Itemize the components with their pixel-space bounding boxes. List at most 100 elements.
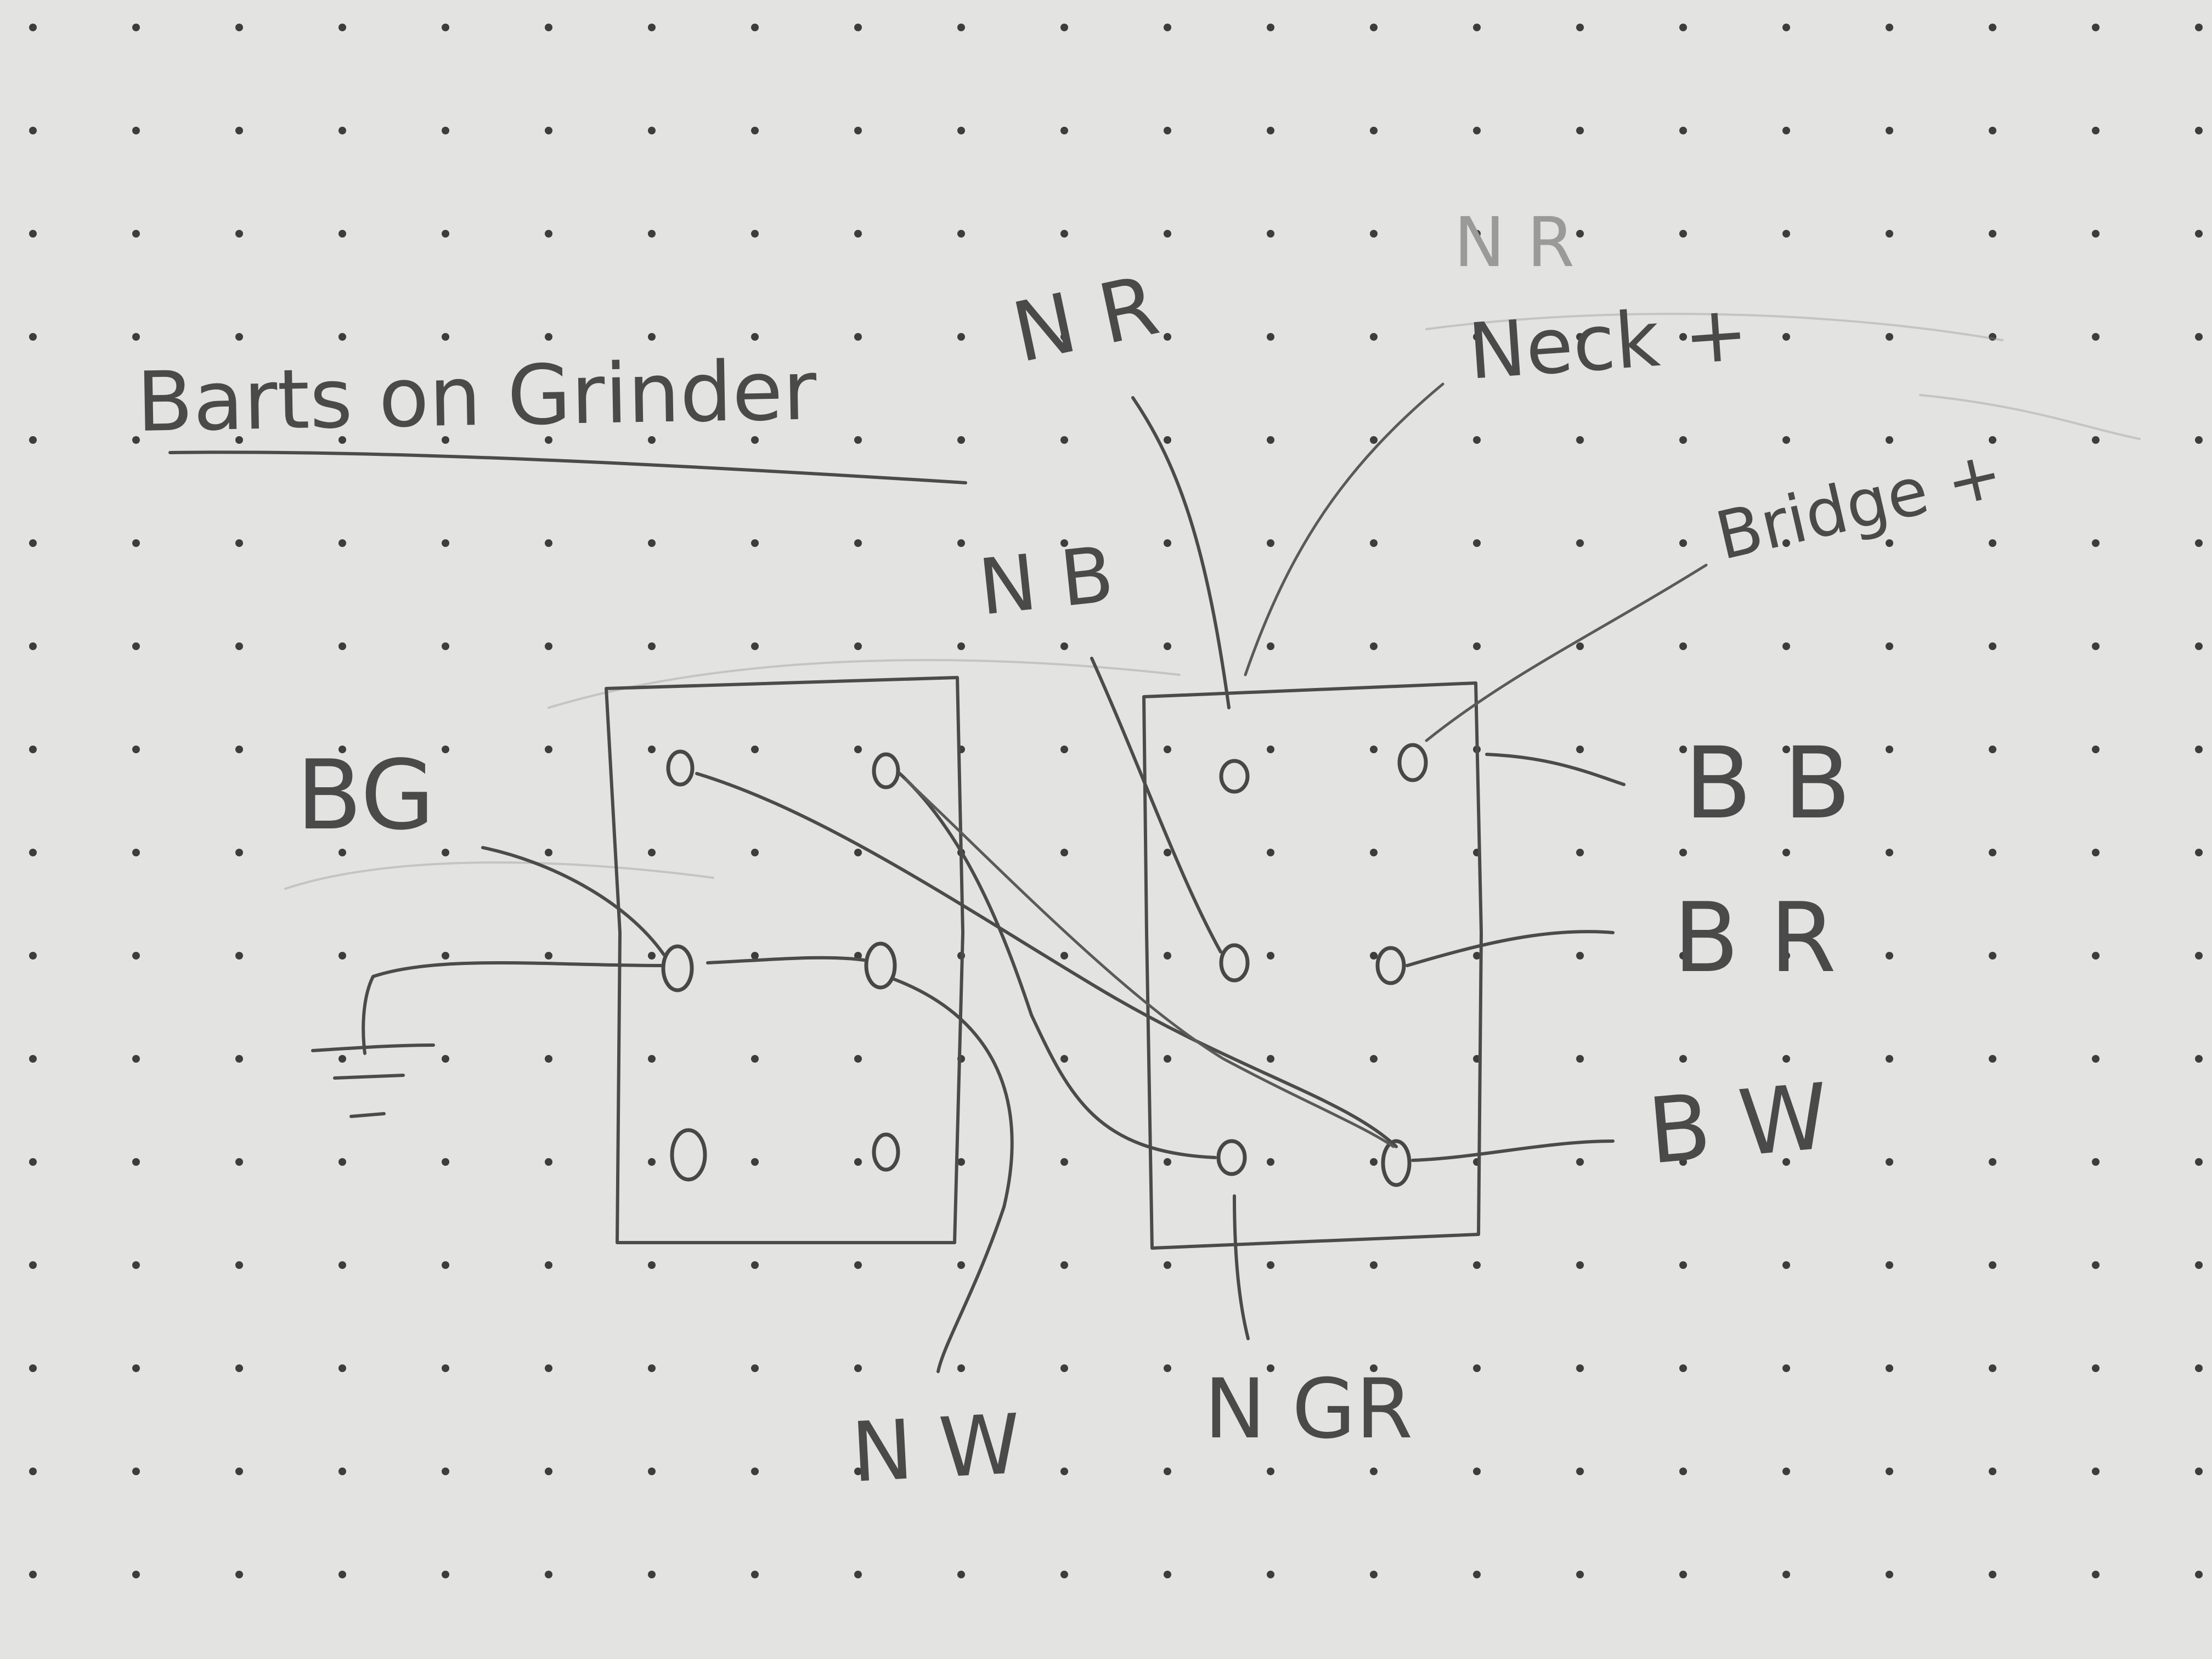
grid-dot (854, 333, 862, 341)
label-neck-plus: Neck + (1465, 289, 1751, 397)
grid-dot (1267, 24, 1274, 31)
ground-symbol-icon (311, 1043, 435, 1118)
nw-wire (893, 978, 1014, 1373)
grid-dot (132, 539, 140, 547)
lug (1219, 759, 1250, 794)
grid-dot (1886, 230, 1893, 238)
grid-dot (235, 1261, 243, 1269)
grid-dot (957, 127, 965, 134)
grid-dot (442, 24, 449, 31)
grid-dot (1886, 1571, 1893, 1578)
grid-dot (545, 746, 552, 753)
grid-dot (29, 1571, 37, 1578)
grid-dot (235, 436, 243, 444)
grid-dot (2092, 436, 2100, 444)
grid-dot (1473, 952, 1481, 960)
title-underline (168, 450, 967, 484)
grid-dot (957, 230, 965, 238)
grid-dot (29, 1261, 37, 1269)
grid-dot (1576, 436, 1584, 444)
grid-dot (2195, 1261, 2203, 1269)
grid-dot (1782, 1571, 1790, 1578)
grid-dot (338, 127, 346, 134)
grid-dot (1782, 1158, 1790, 1166)
grid-dot (854, 1571, 862, 1578)
grid-dot (1060, 1055, 1068, 1063)
grid-dot (2092, 849, 2100, 856)
grid-dot (1679, 952, 1687, 960)
label-bridge-red: B R (1673, 883, 1836, 994)
ground-wire (362, 961, 663, 1055)
grid-dot (1370, 1261, 1378, 1269)
grid-dot (854, 1055, 862, 1063)
wires (362, 382, 1708, 1373)
grid-dot (1782, 1364, 1790, 1372)
grid-dot (132, 24, 140, 31)
grid-dot (2195, 127, 2203, 134)
grid-dot (1989, 642, 1996, 650)
grid-dot (338, 230, 346, 238)
grid-dot (1989, 539, 1996, 547)
grid-dot (132, 1468, 140, 1475)
grid-dot (854, 642, 862, 650)
grid-dot (854, 849, 862, 856)
grid-dot (132, 849, 140, 856)
grid-dot (545, 24, 552, 31)
grid-dot (29, 127, 37, 134)
label-bridge-black: B B (1684, 726, 1851, 841)
grid-dot (1782, 127, 1790, 134)
grid-dot (1370, 333, 1378, 341)
grid-dot (132, 1055, 140, 1063)
grid-dot (2195, 1158, 2203, 1166)
grid-dot (1267, 1468, 1274, 1475)
grid-dot (648, 1261, 656, 1269)
grid-dot (235, 1364, 243, 1372)
grid-dot (29, 642, 37, 650)
grid-dot (442, 1571, 449, 1578)
grid-dot (1370, 746, 1378, 753)
grid-dot (1060, 539, 1068, 547)
grid-dot (338, 539, 346, 547)
grid-dot (1989, 1158, 1996, 1166)
lug (666, 749, 695, 787)
grid-dot (648, 952, 656, 960)
grid-dot (338, 1261, 346, 1269)
grid-dot (648, 230, 656, 238)
grid-dot (1164, 952, 1171, 960)
grid-dot (1679, 642, 1687, 650)
grid-dot (2092, 230, 2100, 238)
grid-dot (545, 1158, 552, 1166)
grid-dot (854, 436, 862, 444)
grid-dot (957, 1571, 965, 1578)
grid-dot (854, 1364, 862, 1372)
grid-dot (1370, 1158, 1378, 1166)
grid-dot (751, 746, 759, 753)
jumper-wire (695, 772, 1398, 1148)
grid-dot (1886, 539, 1893, 547)
left-switch (605, 676, 964, 1244)
grid-dot (1679, 1261, 1687, 1269)
grid-dot (2195, 1055, 2203, 1063)
bw-wire (1411, 1139, 1615, 1162)
grid-dot (1267, 436, 1274, 444)
grid-dot (235, 1055, 243, 1063)
grid-dot (442, 436, 449, 444)
grid-dot (1370, 952, 1378, 960)
grid-dot (1267, 1571, 1274, 1578)
grid-dot (648, 642, 656, 650)
grid-dot (442, 849, 449, 856)
grid-dot (1782, 230, 1790, 238)
grid-dot (1267, 849, 1274, 856)
grid-dot (338, 1055, 346, 1063)
grid-dot (1782, 952, 1790, 960)
grid-dot (2195, 952, 2203, 960)
grid-dot (1679, 539, 1687, 547)
grid-dot (1989, 952, 1996, 960)
grid-dot (235, 1158, 243, 1166)
grid-dot (235, 642, 243, 650)
label-bridge-ground: BG (296, 740, 435, 851)
grid-dot (1886, 642, 1893, 650)
label-neck-red-faint: N R (1454, 203, 1575, 283)
grid-dot (751, 436, 759, 444)
grid-dot (545, 1261, 552, 1269)
